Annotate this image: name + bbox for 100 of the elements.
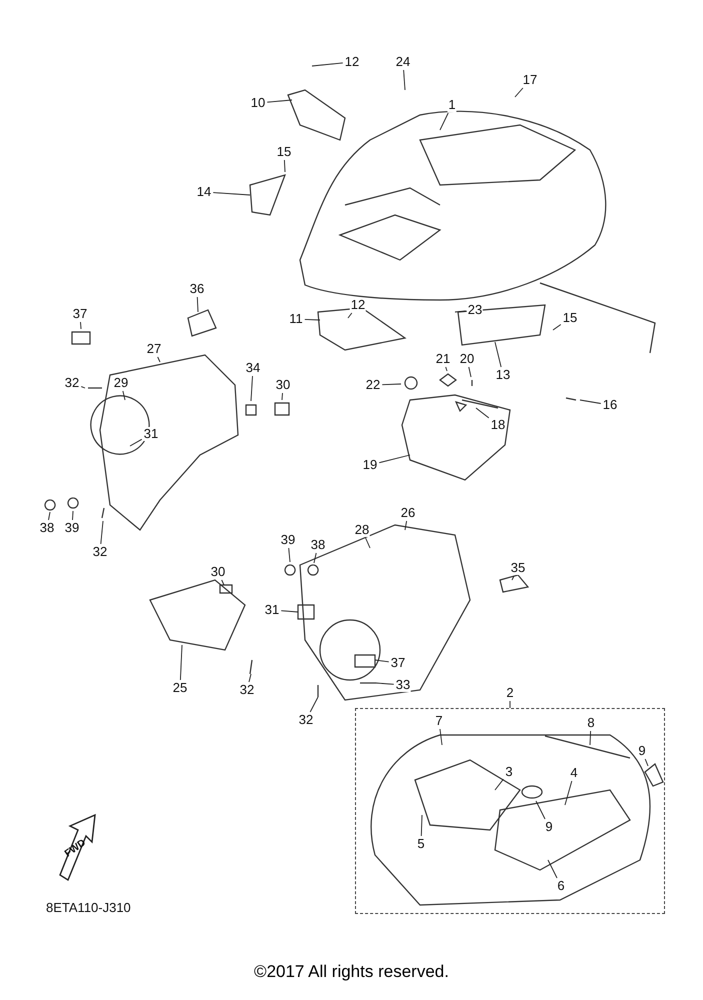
callout-number: 37 bbox=[72, 307, 88, 321]
leader-line bbox=[196, 296, 198, 312]
callout-number: 32 bbox=[298, 713, 314, 727]
leader-line bbox=[378, 454, 410, 464]
leader-line bbox=[445, 366, 448, 372]
callout-number: 15 bbox=[276, 145, 292, 159]
leader-line bbox=[72, 510, 74, 520]
callout-number: 1 bbox=[447, 98, 457, 112]
leader-line bbox=[266, 100, 292, 103]
callout-number: 4 bbox=[569, 766, 579, 780]
leader-line bbox=[514, 88, 524, 98]
leader-line bbox=[644, 758, 648, 766]
callout-number: 19 bbox=[362, 458, 378, 472]
leader-line bbox=[212, 192, 250, 196]
leader-line bbox=[454, 310, 466, 312]
callout-number: 25 bbox=[172, 681, 188, 695]
leader-line bbox=[80, 386, 86, 388]
callout-number: 10 bbox=[250, 96, 266, 110]
callout-number: 30 bbox=[210, 565, 226, 579]
leader-line bbox=[404, 520, 408, 530]
leader-line bbox=[80, 322, 82, 330]
callout-number: 32 bbox=[92, 545, 108, 559]
leader-line bbox=[284, 160, 286, 172]
callout-number: 37 bbox=[390, 656, 406, 670]
callout-number: 22 bbox=[364, 378, 382, 392]
callout-number: 38 bbox=[310, 538, 326, 552]
copyright-notice: ©2017 All rights reserved. bbox=[253, 962, 450, 982]
leader-line bbox=[48, 512, 50, 520]
callout-number: 23 bbox=[466, 303, 484, 317]
leader-line bbox=[440, 728, 442, 746]
leader-line bbox=[580, 400, 602, 404]
callout-number: 31 bbox=[264, 603, 280, 617]
drawing-code: 8ETA110-J310 bbox=[46, 900, 131, 915]
leader-line bbox=[468, 366, 472, 378]
callout-number: 28 bbox=[354, 523, 370, 537]
callout-number: 16 bbox=[602, 398, 618, 412]
leader-line bbox=[440, 112, 449, 130]
callout-number: 7 bbox=[434, 714, 444, 728]
callout-number: 11 bbox=[288, 312, 304, 326]
callout-number: 2 bbox=[505, 686, 515, 700]
leader-line bbox=[512, 576, 514, 580]
leader-line bbox=[280, 610, 298, 612]
callout-number: 24 bbox=[394, 55, 412, 69]
callout-number: 29 bbox=[112, 376, 130, 390]
leader-line bbox=[180, 644, 182, 680]
callout-number: 20 bbox=[458, 352, 476, 366]
callout-number: 26 bbox=[400, 506, 416, 520]
callout-number: 33 bbox=[394, 678, 412, 692]
callout-number: 12 bbox=[344, 55, 360, 69]
leader-line bbox=[100, 520, 104, 544]
leader-line bbox=[365, 538, 370, 548]
callout-number: 13 bbox=[494, 368, 512, 382]
callout-number: 38 bbox=[38, 521, 56, 535]
callout-number: 39 bbox=[280, 533, 296, 547]
callout-number: 14 bbox=[196, 185, 212, 199]
leader-line bbox=[548, 860, 558, 878]
callout-number: 39 bbox=[64, 521, 80, 535]
leader-line bbox=[314, 552, 317, 564]
leader-line bbox=[310, 696, 318, 712]
callout-number: 31 bbox=[142, 427, 160, 441]
callout-number: 32 bbox=[64, 376, 80, 390]
callout-number: 27 bbox=[146, 342, 162, 356]
leader-line bbox=[157, 356, 160, 362]
callout-number: 6 bbox=[556, 879, 566, 893]
leader-line bbox=[122, 390, 126, 400]
leader-line bbox=[494, 342, 502, 368]
callout-number: 3 bbox=[504, 765, 514, 779]
callout-number: 32 bbox=[238, 683, 256, 697]
leader-line bbox=[590, 730, 592, 746]
leader-line bbox=[312, 62, 344, 66]
leader-line bbox=[304, 318, 320, 320]
leader-line bbox=[250, 376, 253, 402]
callout-number: 12 bbox=[350, 298, 366, 312]
leader-line bbox=[564, 780, 572, 806]
leader-line bbox=[494, 778, 504, 790]
leader-line bbox=[288, 548, 290, 562]
callout-number: 9 bbox=[637, 744, 647, 758]
leader-line bbox=[382, 384, 402, 386]
leader-line bbox=[374, 660, 390, 662]
callout-number: 21 bbox=[434, 352, 452, 366]
leader-line bbox=[552, 324, 562, 330]
leader-line bbox=[420, 814, 422, 836]
callout-number: 17 bbox=[522, 73, 538, 87]
leader-line bbox=[130, 438, 142, 446]
leader-line bbox=[221, 580, 224, 586]
leader-line bbox=[536, 800, 546, 820]
callout-number: 34 bbox=[244, 361, 262, 375]
callout-number: 30 bbox=[274, 378, 292, 392]
callout-number: 9 bbox=[544, 820, 554, 834]
leader-line bbox=[376, 682, 394, 685]
callout-number: 5 bbox=[416, 837, 426, 851]
dashed-group-frame bbox=[355, 708, 665, 914]
leader-line bbox=[403, 70, 406, 90]
callout-number: 36 bbox=[188, 282, 206, 296]
leader-line bbox=[476, 408, 490, 418]
leader-line bbox=[348, 312, 352, 318]
leader-line bbox=[248, 674, 252, 682]
callout-number: 35 bbox=[510, 561, 526, 575]
callout-number: 18 bbox=[490, 418, 506, 432]
callout-number: 15 bbox=[562, 311, 578, 325]
